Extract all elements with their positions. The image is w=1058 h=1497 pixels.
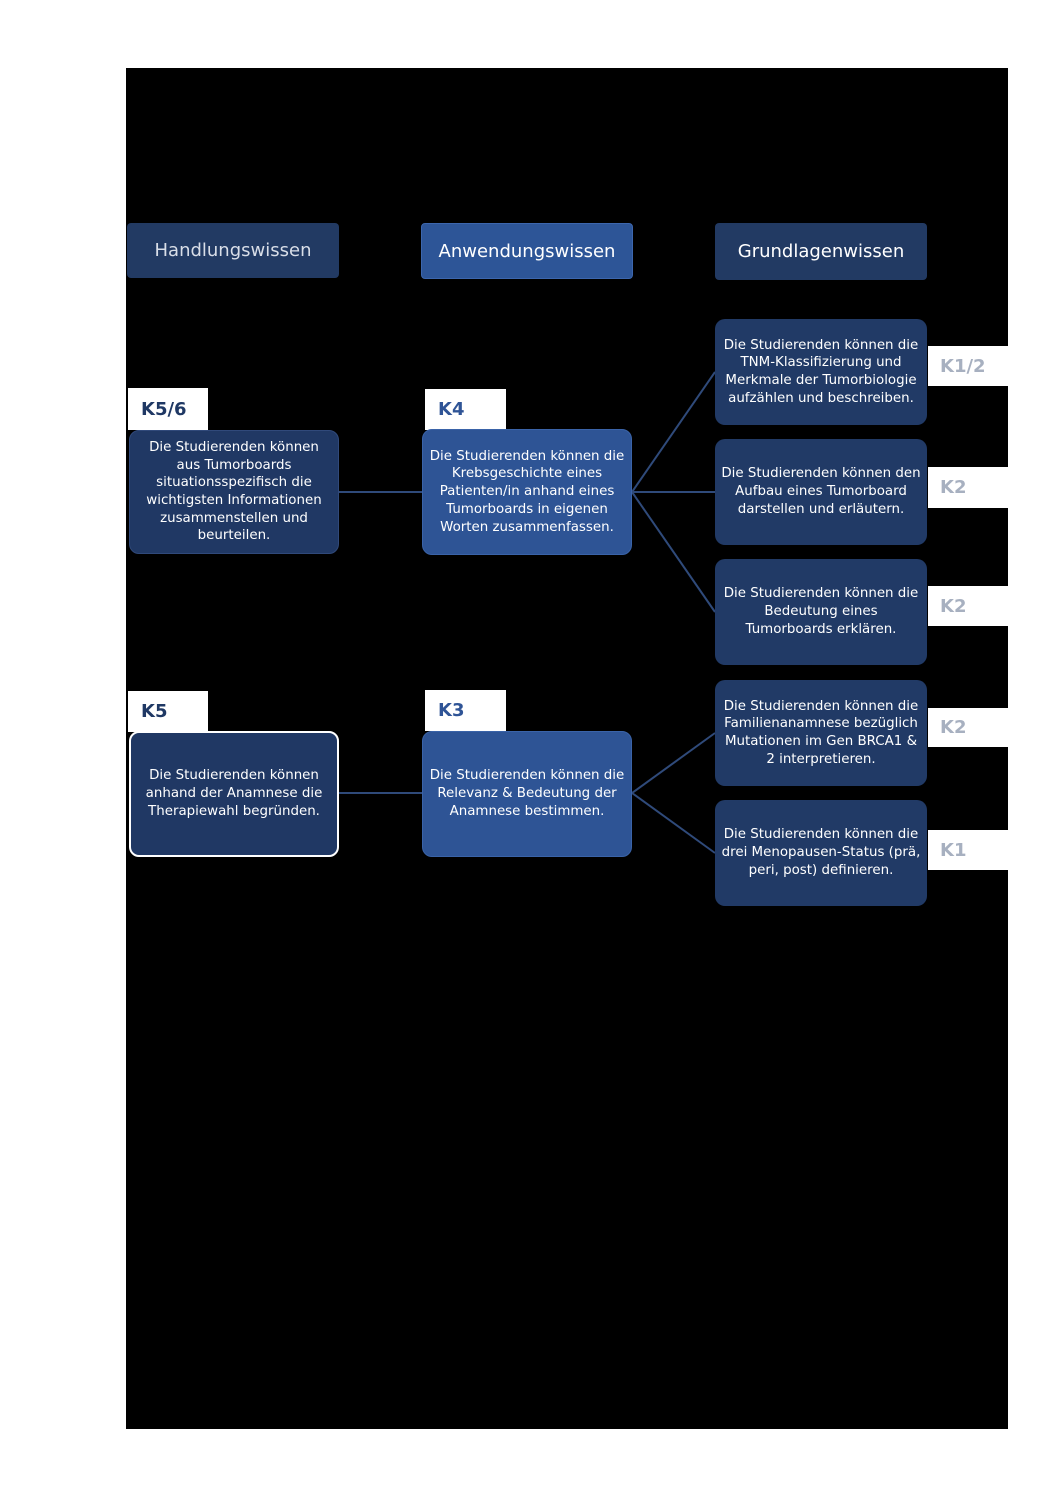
level-label-right-1: K1/2 [928, 346, 1008, 386]
header-grundlagenwissen: Grundlagenwissen [715, 223, 927, 280]
level-label-k3: K3 [425, 690, 506, 731]
box-handlung-2: Die Studierenden können anhand der Anamn… [129, 731, 339, 857]
box-grundlagen-1: Die Studierenden können die TNM-Klassifi… [715, 319, 927, 425]
level-label-right-2: K2 [928, 467, 1008, 508]
level-label-right-4: K2 [928, 708, 1008, 747]
box-grundlagen-5: Die Studierenden können die drei Menopau… [715, 800, 927, 906]
level-label-right-5: K1 [928, 830, 1008, 870]
level-label-k5: K5 [128, 691, 208, 732]
level-label-k4: K4 [425, 389, 506, 430]
box-anwendung-2: Die Studierenden können die Relevanz & B… [422, 731, 632, 857]
box-grundlagen-3: Die Studierenden können die Bedeutung ei… [715, 559, 927, 665]
box-grundlagen-4: Die Studierenden können die Familienanam… [715, 680, 927, 786]
level-label-k56: K5/6 [128, 388, 208, 430]
header-handlungswissen: Handlungswissen [127, 223, 339, 278]
box-grundlagen-2: Die Studierenden können den Aufbau eines… [715, 439, 927, 545]
box-handlung-1: Die Studierenden können aus Tumorboards … [129, 430, 339, 554]
header-anwendungswissen: Anwendungswissen [421, 223, 633, 279]
level-label-right-3: K2 [928, 586, 1008, 626]
box-anwendung-1: Die Studierenden können die Krebsgeschic… [422, 429, 632, 555]
